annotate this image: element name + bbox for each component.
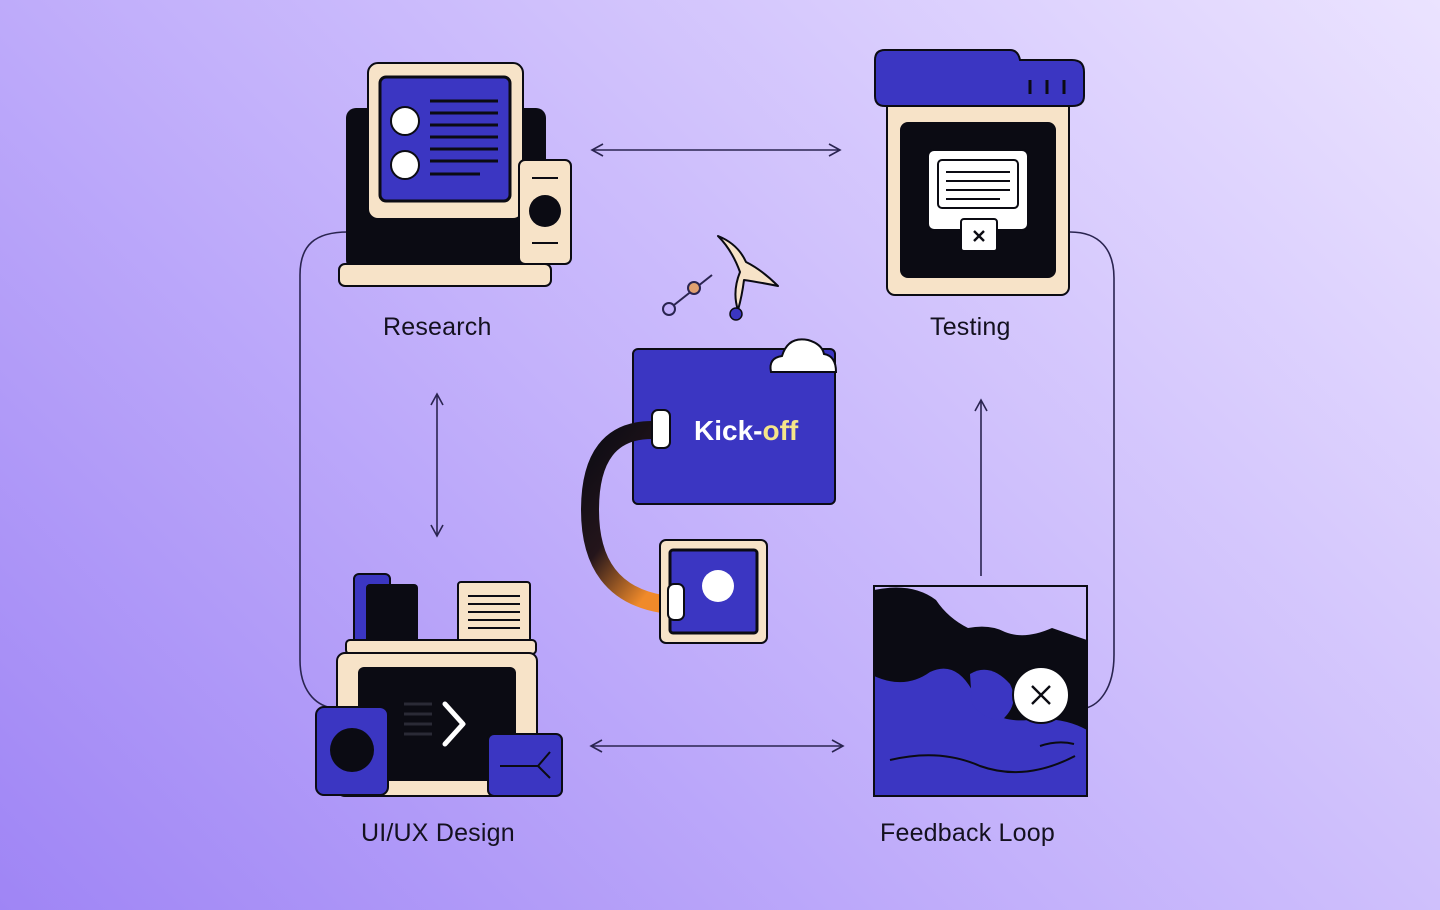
stage-label-feedback: Feedback Loop: [880, 819, 1055, 847]
wave-canvas-icon: [873, 585, 1088, 797]
loop-connector-left: [299, 231, 349, 709]
monitor-with-phone-icon: [338, 62, 572, 287]
cable-plug-top: [651, 409, 671, 449]
bird-icon: [717, 235, 779, 321]
kickoff-label: Kick-off: [694, 415, 798, 447]
kickoff-card-icon: [659, 539, 768, 644]
design-workstation-icon: [315, 573, 563, 797]
loop-connector-right: [1069, 231, 1115, 709]
kickoff-label-part2: off: [762, 415, 799, 446]
stage-label-testing: Testing: [930, 313, 1011, 341]
cable-plug-bottom: [667, 583, 685, 621]
node-link-icon: [662, 274, 713, 316]
kickoff-label-part1: Kick-: [694, 415, 763, 446]
stage-label-research: Research: [383, 313, 492, 341]
cartridge-monitor-icon: [874, 49, 1085, 296]
kickoff-cable: [580, 421, 681, 613]
stage-label-uiux: UI/UX Design: [361, 819, 515, 847]
